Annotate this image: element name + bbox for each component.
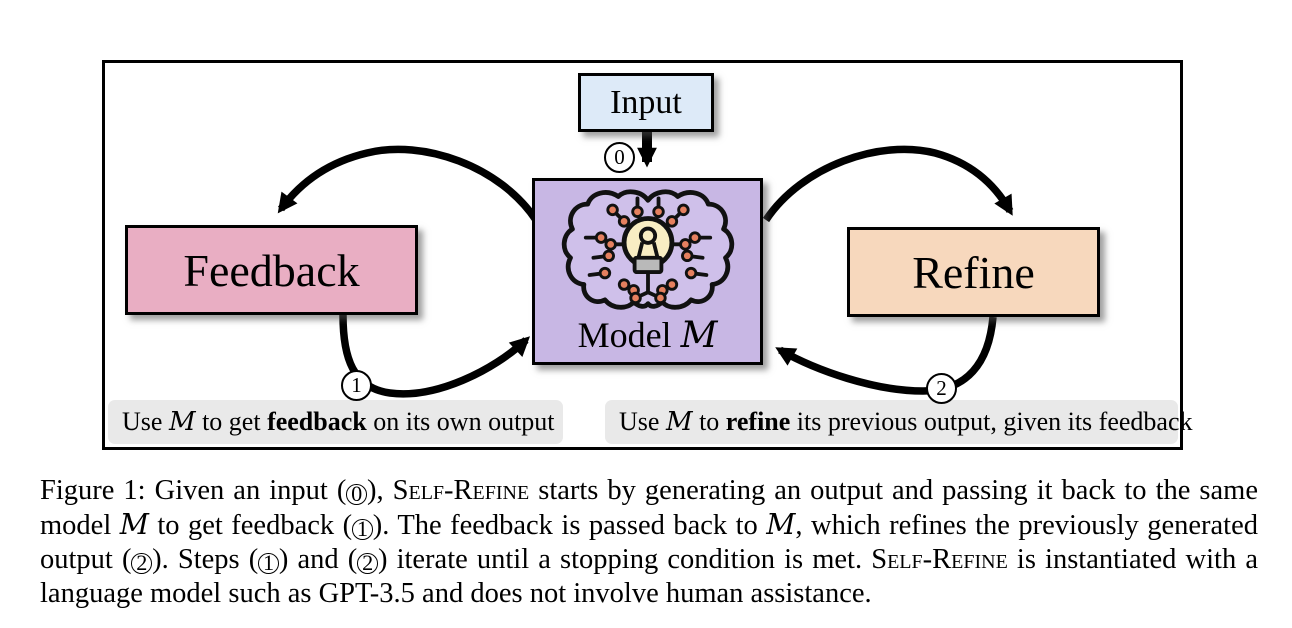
model-label: Model M [577, 315, 718, 356]
step-0-badge: 0 [604, 142, 635, 173]
model-box: Model M [532, 178, 763, 365]
refine-box: Refine [847, 227, 1100, 317]
feedback-label: Feedback [183, 244, 360, 296]
refine-label: Refine [912, 246, 1035, 298]
figure-caption: Figure 1: Given an input (0), Self-Refin… [40, 475, 1258, 609]
refine-to-model-arrow [775, 316, 997, 395]
self-refine-diagram: Input [102, 60, 1193, 450]
model-to-refine-arrow [762, 145, 1014, 223]
step-1-badge: 1 [341, 370, 372, 401]
model-to-feedback-arrow [277, 145, 540, 223]
brain-circuit-icon [561, 189, 734, 310]
flow-arrows [277, 129, 1014, 398]
feedback-to-model-arrow [339, 314, 531, 398]
step-2-badge: 2 [926, 373, 957, 404]
feedback-box: Feedback [125, 225, 418, 315]
input-box: Input [578, 73, 714, 132]
input-label: Input [610, 83, 682, 121]
refine-note: Use M to refine its previous output, giv… [605, 400, 1193, 444]
feedback-note: Use M to get feedback on its own output [108, 400, 563, 444]
